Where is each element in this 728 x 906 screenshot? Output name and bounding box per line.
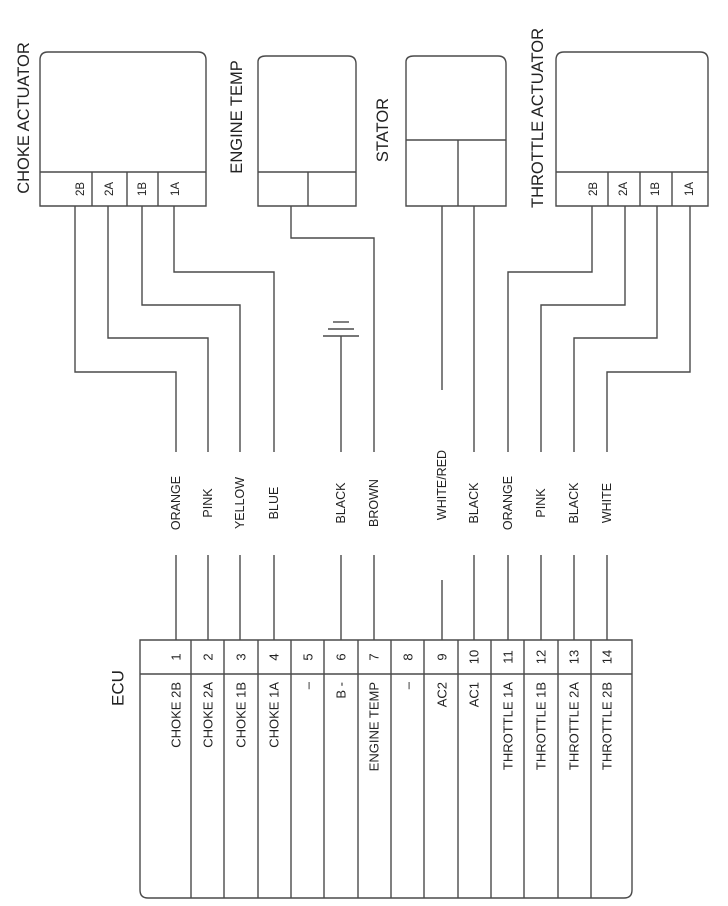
ecu-pin-function: ENGINE TEMP xyxy=(367,682,382,771)
wire-orange-choke xyxy=(74,206,177,452)
ecu: ECU 1 2 3 4 5 6 7 8 9 10 11 12 13 14 CHO… xyxy=(109,639,633,899)
ecu-pin-function: CHOKE 1A xyxy=(267,682,282,748)
ecu-pin-number: 11 xyxy=(501,650,516,664)
choke-pin-label: 1B xyxy=(137,182,149,196)
throttle-pin-label: 2B xyxy=(588,182,600,196)
wire-label: BLACK xyxy=(567,482,581,524)
wire-white-throttle xyxy=(606,206,691,452)
wire-label: BLUE xyxy=(267,487,281,520)
choke-actuator-title: CHOKE ACTUATOR xyxy=(15,42,33,194)
wire-yellow-choke xyxy=(141,206,241,452)
wire-labels: ORANGE PINK YELLOW BLUE BLACK BROWN WHIT… xyxy=(169,450,614,530)
ecu-pin-number: 8 xyxy=(401,653,416,660)
wire-blue-choke xyxy=(173,206,275,452)
engine-temp-sensor: ENGINE TEMP xyxy=(228,55,357,207)
ecu-pin-number: 9 xyxy=(435,653,450,660)
ecu-pin-number: 1 xyxy=(169,653,184,660)
choke-actuator-housing xyxy=(39,51,207,207)
wire-label: BROWN xyxy=(367,479,381,527)
wire-label: ORANGE xyxy=(169,476,183,530)
wire-label: BLACK xyxy=(467,482,481,524)
wire-label: BLACK xyxy=(334,482,348,524)
ecu-pin-function: – xyxy=(401,681,416,689)
ecu-pin-number: 2 xyxy=(201,653,216,660)
stator-housing xyxy=(405,55,507,207)
ecu-pin-number: 3 xyxy=(234,653,249,660)
ecu-pin-function: THROTTLE 2A xyxy=(567,682,582,770)
wire-label: YELLOW xyxy=(233,477,247,529)
ecu-pin-function: AC1 xyxy=(467,682,482,707)
ecu-pin-function: CHOKE 2A xyxy=(201,682,216,748)
stator: STATOR xyxy=(374,55,507,207)
stator-title: STATOR xyxy=(374,98,392,162)
ecu-housing xyxy=(139,639,633,899)
engine-temp-housing xyxy=(257,55,357,207)
ecu-pin-function: – xyxy=(301,681,316,689)
ecu-pin-number: 4 xyxy=(267,653,282,660)
ecu-pin-function: CHOKE 2B xyxy=(169,682,184,748)
choke-actuator: 2B 2A 1B 1A CHOKE ACTUATOR xyxy=(15,42,207,207)
ecu-pin-number: 5 xyxy=(301,653,316,660)
ecu-pin-number: 12 xyxy=(534,650,549,664)
wire-label: ORANGE xyxy=(501,476,515,530)
wire-paths xyxy=(74,206,691,452)
wire-brown-temp xyxy=(290,206,375,452)
wire-label: PINK xyxy=(201,488,215,518)
throttle-actuator: 2B 2A 1B 1A THROTTLE ACTUATOR xyxy=(529,28,709,208)
ecu-pin-function: THROTTLE 2B xyxy=(600,682,615,770)
throttle-pin-label: 2A xyxy=(618,182,630,196)
ecu-pin-function: THROTTLE 1A xyxy=(501,682,516,770)
wire-paths-lower xyxy=(175,555,608,660)
ground-icon xyxy=(323,321,359,337)
throttle-actuator-housing xyxy=(555,51,709,207)
ecu-pin-number: 10 xyxy=(467,650,482,664)
throttle-pin-label: 1A xyxy=(684,182,696,196)
ecu-pin-number: 13 xyxy=(567,650,582,664)
wire-label: PINK xyxy=(534,488,548,518)
choke-pin-label: 1A xyxy=(170,182,182,196)
wire-orange-throttle xyxy=(507,206,593,452)
wire-label: WHITE/RED xyxy=(435,450,449,520)
ecu-title: ECU xyxy=(109,670,128,706)
ecu-pin-function: AC2 xyxy=(435,682,450,707)
wire-black-throttle xyxy=(573,206,658,452)
ecu-pin-number: 7 xyxy=(367,653,382,660)
throttle-pin-label: 1B xyxy=(650,182,662,196)
ecu-pin-number: 14 xyxy=(600,650,615,664)
choke-pin-label: 2A xyxy=(104,182,116,196)
ecu-pin-function: B - xyxy=(334,682,349,699)
choke-pin-label: 2B xyxy=(75,182,87,196)
ecu-pin-function: THROTTLE 1B xyxy=(534,682,549,770)
wire-label: WHITE xyxy=(600,483,614,523)
wire-pink-choke xyxy=(107,206,209,452)
throttle-actuator-title: THROTTLE ACTUATOR xyxy=(529,28,547,208)
ecu-pin-number: 6 xyxy=(334,653,349,660)
engine-temp-title: ENGINE TEMP xyxy=(228,60,246,173)
wire-pink-throttle xyxy=(540,206,626,452)
ecu-pin-function: CHOKE 1B xyxy=(234,682,249,748)
